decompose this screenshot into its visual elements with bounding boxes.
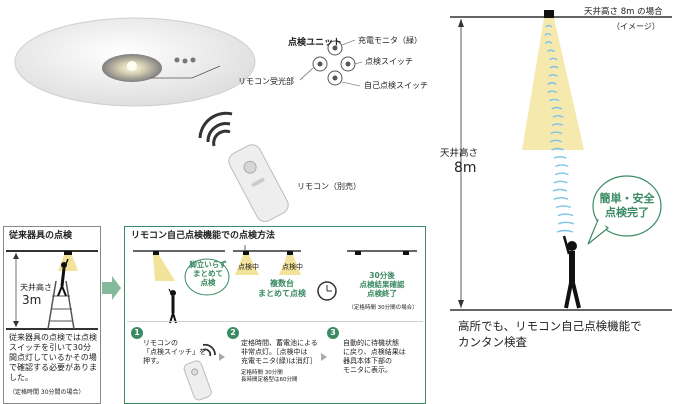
- signal-beam-arc: [547, 82, 557, 85]
- right-panel: 天井高さ 8m の場合 （イメージ） 天井高さ 8m 簡単・安全 点検完了 高所…: [434, 0, 683, 404]
- step-2-note: 定格時間 30分間 長時間定格型は60分間: [241, 370, 298, 383]
- signal-beam-arc: [556, 229, 574, 233]
- signal-beam-arc: [557, 221, 575, 225]
- steps-divider: [127, 321, 423, 322]
- signal-beam-arc: [555, 205, 572, 209]
- step-1-text: リモコンの 「点検スイッチ」を 押す。: [143, 339, 206, 365]
- multi-check-label: 複数台 まとめて点検: [258, 279, 306, 298]
- conv-note: （定格時間 30分間の場合）: [9, 389, 85, 396]
- step-2-text: 定格時間、蓄電池による 非常点灯。［点検中は 充電モニタ(緑)は消灯］: [241, 339, 318, 365]
- step-3-text: 自動的に待機状態 に戻り、点検結果は 器具本体下部の モニタに表示。: [343, 339, 406, 374]
- signal-beam-arc: [546, 49, 555, 53]
- result-label: 30分後 点検結果確認 点検終了: [359, 271, 405, 298]
- step-2-number: 2: [227, 327, 239, 339]
- result-note: （定格時間 30分間の場合）: [348, 305, 418, 311]
- caption-line-1: 高所でも、リモコン自己点検機能で: [458, 319, 642, 333]
- signal-beam-arc: [549, 139, 563, 143]
- unit-item-charge-monitor: 充電モニタ（緑）: [358, 36, 422, 45]
- signal-beam-arc: [549, 98, 560, 102]
- signal-beam-arc: [551, 106, 563, 110]
- signal-beam-arc: [551, 123, 564, 127]
- signal-beam-arc: [553, 197, 569, 200]
- right-height-label: 天井高さ: [440, 148, 479, 159]
- signal-beam-arc: [552, 188, 568, 192]
- signal-beam-arc: [553, 156, 567, 159]
- remote-method-title: リモコン自己点検機能での点検方法: [131, 231, 276, 241]
- right-height-value: 8m: [454, 160, 477, 176]
- signal-beam: [544, 24, 575, 233]
- signal-beam-arc: [551, 147, 564, 151]
- conventional-panel: 従来器具の点検 天井高さ 3m 従来器具の点検では点検スイッチを引いて30分間点…: [3, 226, 101, 404]
- signal-beam-arc: [544, 33, 552, 36]
- caption-line-2: カンタン検査: [458, 335, 527, 349]
- remote-label: リモコン（別売）: [297, 182, 361, 191]
- unit-item-self-check-switch: 自己点検スイッチ: [364, 81, 428, 90]
- svg-text:∥: ∥: [244, 245, 247, 251]
- right-heading: 天井高さ 8m の場合: [584, 7, 663, 17]
- conv-desc: 従来器具の点検では点検スイッチを引いて30分間点灯しているかその場で確認する必要…: [9, 333, 97, 382]
- signal-beam-arc: [550, 131, 563, 135]
- conv-height-value: 3m: [22, 293, 42, 307]
- label-tenken-chu-2: 点検中: [282, 263, 303, 271]
- label-tenken-chu-1: 点検中: [238, 263, 259, 271]
- signal-beam-arc: [555, 164, 569, 168]
- signal-beam-arc: [553, 180, 568, 184]
- remote-method-panel: リモコン自己点検機能での点検方法 ∥ 脚立いらず まとめて 点検 点検中 点検中…: [124, 226, 426, 404]
- signal-beam-arc: [552, 115, 564, 118]
- signal-beam-arc: [548, 57, 558, 61]
- tall-ceiling-illustration: [450, 10, 672, 311]
- bubble-easy-safe: 簡単・安全 点検完了: [599, 192, 655, 219]
- signal-beam-arc: [557, 213, 574, 217]
- ladder-illustration: [6, 250, 98, 330]
- unit-item-check-switch: 点検スイッチ: [365, 57, 413, 66]
- signal-beam-arc: [547, 90, 558, 94]
- receiver-label: リモコン受光部: [238, 77, 294, 86]
- conv-height-label: 天井高さ: [20, 283, 52, 292]
- signal-beam-arc: [554, 172, 569, 176]
- remote-control: [228, 144, 289, 222]
- step-1-remote-icon: [183, 343, 216, 401]
- image-note: （イメージ）: [612, 22, 660, 31]
- signal-beam-arc: [544, 41, 553, 44]
- unit-title: 点検ユニット: [288, 38, 343, 48]
- step-3-number: 3: [327, 327, 339, 339]
- remote-method-illustration: ∥: [133, 245, 417, 324]
- conventional-title: 従来器具の点検: [9, 231, 73, 241]
- signal-beam-arc: [548, 74, 558, 77]
- step-1-number: 1: [131, 327, 143, 339]
- signal-beam-arc: [545, 24, 553, 28]
- product-illustration: [14, 17, 363, 222]
- signal-beam-arc: [549, 65, 559, 69]
- bubble-no-ladder: 脚立いらず まとめて 点検: [189, 260, 227, 287]
